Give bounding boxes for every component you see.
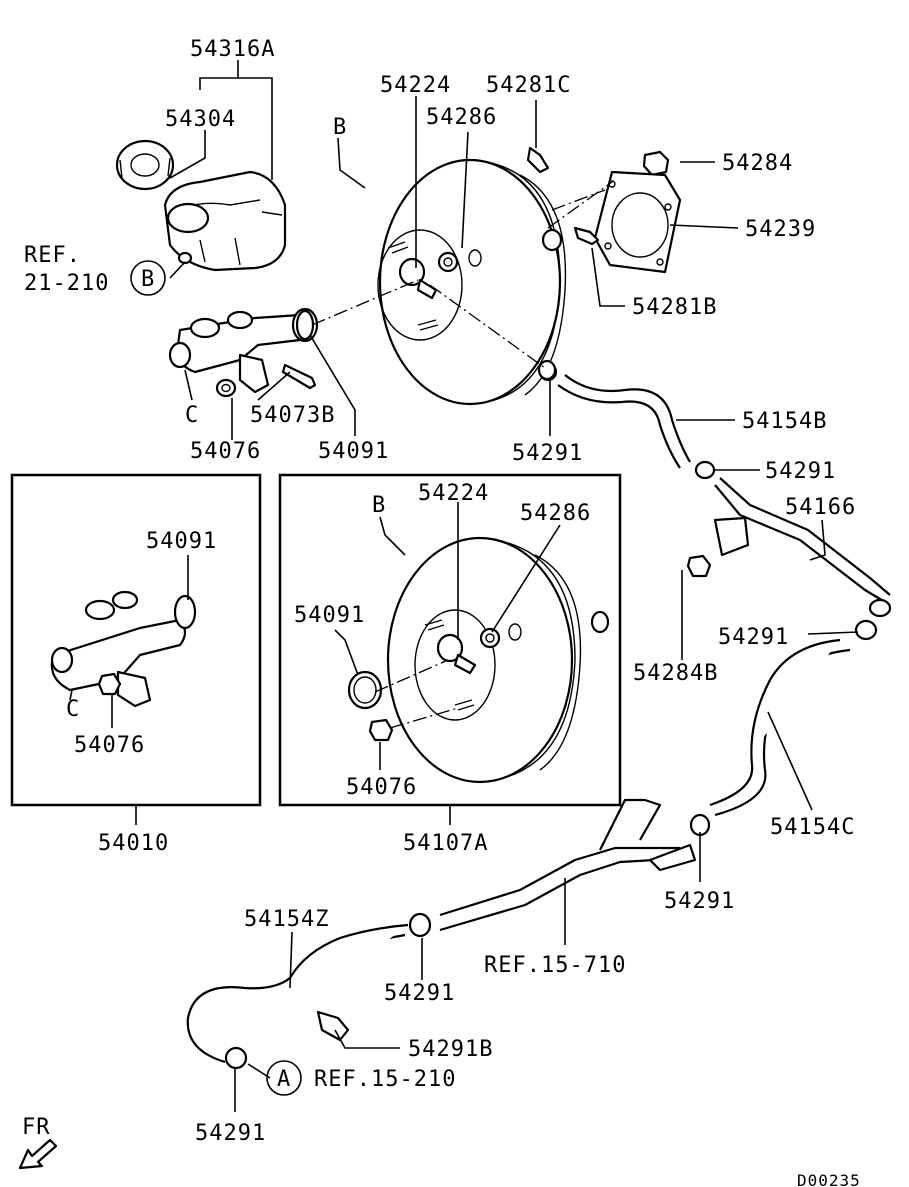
- reservoir-cap-drawing: [115, 139, 175, 191]
- label-54166: 54166: [785, 495, 856, 520]
- box1-master-cylinder-drawing: [50, 590, 197, 708]
- leader-lines: [69, 60, 859, 1112]
- brake-booster-top-drawing: [377, 158, 567, 406]
- label-ref-15-210: REF.15-210: [314, 1067, 456, 1092]
- ref-15-710-pipe-drawing: [439, 798, 697, 932]
- label-54291-f: 54291: [195, 1121, 266, 1146]
- label-54107a: 54107A: [403, 831, 488, 856]
- label-54224-top: 54224: [380, 73, 451, 98]
- label-box2-54224: 54224: [418, 481, 489, 506]
- label-54073b: 54073B: [250, 403, 335, 428]
- label-54091-top: 54091: [318, 439, 389, 464]
- reservoir-tank-drawing: [163, 170, 287, 272]
- label-box1-54076: 54076: [74, 733, 145, 758]
- label-54291-c: 54291: [718, 625, 789, 650]
- label-box2-54286: 54286: [520, 501, 591, 526]
- label-circle-b: B: [141, 267, 155, 292]
- label-54304: 54304: [165, 107, 236, 132]
- label-ref-21-210-line2: 21-210: [24, 271, 109, 296]
- label-54291-a: 54291: [512, 441, 583, 466]
- label-box1-54091: 54091: [146, 529, 217, 554]
- connector-54291b-drawing: [316, 1010, 350, 1042]
- label-54291-b: 54291: [765, 459, 836, 484]
- label-circle-a: A: [277, 1067, 291, 1092]
- label-54291-d: 54291: [664, 889, 735, 914]
- clamp-54291-c-drawing: [854, 619, 878, 641]
- label-54286-top: 54286: [426, 105, 497, 130]
- label-fr: FR: [22, 1115, 51, 1140]
- clamp-54291-b-drawing: [694, 460, 716, 480]
- label-54239: 54239: [745, 217, 816, 242]
- label-54076-top: 54076: [190, 439, 261, 464]
- ref-circle-a: [266, 1060, 302, 1096]
- gasket-54239-drawing: [593, 170, 682, 274]
- hose-54154c-drawing: [709, 638, 851, 817]
- clamp-54291-f-drawing: [224, 1046, 248, 1070]
- label-54154z: 54154Z: [244, 907, 329, 932]
- nut-54284b-drawing: [686, 554, 712, 578]
- label-box2-54076: 54076: [346, 775, 417, 800]
- label-54010: 54010: [98, 831, 169, 856]
- label-box2-54091: 54091: [294, 603, 365, 628]
- pin-54281b-drawing: [573, 226, 600, 246]
- label-54316a: 54316A: [190, 37, 275, 62]
- label-ref-21-210-line1: REF.: [24, 243, 81, 268]
- nut-54284-drawing: [642, 150, 670, 177]
- label-54281b: 54281B: [632, 295, 717, 320]
- label-ref-15-710: REF.15-710: [484, 953, 626, 978]
- hose-54154z-drawing: [186, 923, 409, 1064]
- diagram-code: D00235: [797, 1171, 861, 1187]
- pipe-54166-drawing: [713, 477, 892, 618]
- hose-54154b-drawing: [537, 359, 691, 469]
- clip-54281c-drawing: [526, 146, 550, 174]
- clamp-54291-e-drawing: [408, 912, 432, 938]
- label-54291-e: 54291: [384, 981, 455, 1006]
- label-c-top: C: [185, 403, 199, 428]
- front-arrow-icon: [18, 1138, 58, 1170]
- label-b-top: B: [333, 115, 347, 140]
- label-54284b: 54284B: [633, 661, 718, 686]
- master-cylinder-drawing: [168, 307, 319, 398]
- label-54284: 54284: [722, 151, 793, 176]
- label-54154b: 54154B: [742, 409, 827, 434]
- label-54291b: 54291B: [408, 1037, 493, 1062]
- label-54154c: 54154C: [770, 815, 855, 840]
- ref-circle-b: [130, 260, 166, 296]
- box2-booster-drawing: [347, 536, 610, 784]
- label-box2-b: B: [372, 493, 386, 518]
- label-54281c: 54281C: [486, 73, 571, 98]
- label-box1-c: C: [66, 697, 80, 722]
